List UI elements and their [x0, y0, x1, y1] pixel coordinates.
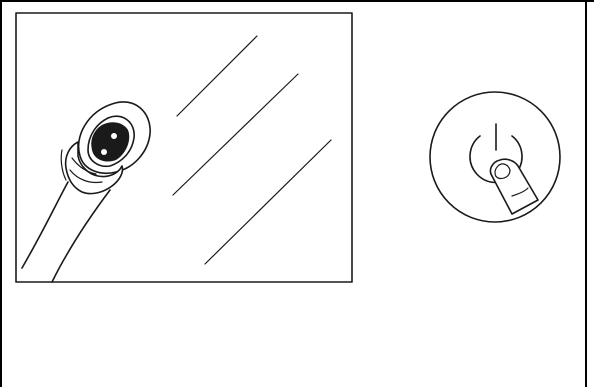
power-press-panel	[430, 92, 560, 222]
reflection-line	[205, 140, 331, 264]
window-cleaning-panel	[16, 13, 352, 282]
robot-dot	[101, 149, 107, 155]
forearm-outer-line	[22, 182, 68, 268]
hand-holding-robot-icon	[22, 102, 150, 282]
window-pane	[16, 13, 352, 282]
reflection-line	[173, 74, 298, 195]
pressing-finger-icon	[490, 159, 538, 214]
finger-body	[490, 159, 538, 214]
robot-dot	[111, 133, 117, 139]
power-badge-circle	[430, 92, 560, 222]
reflection-line	[177, 36, 257, 116]
glass-reflection-lines	[173, 36, 331, 264]
forearm-inner-line	[52, 190, 110, 282]
